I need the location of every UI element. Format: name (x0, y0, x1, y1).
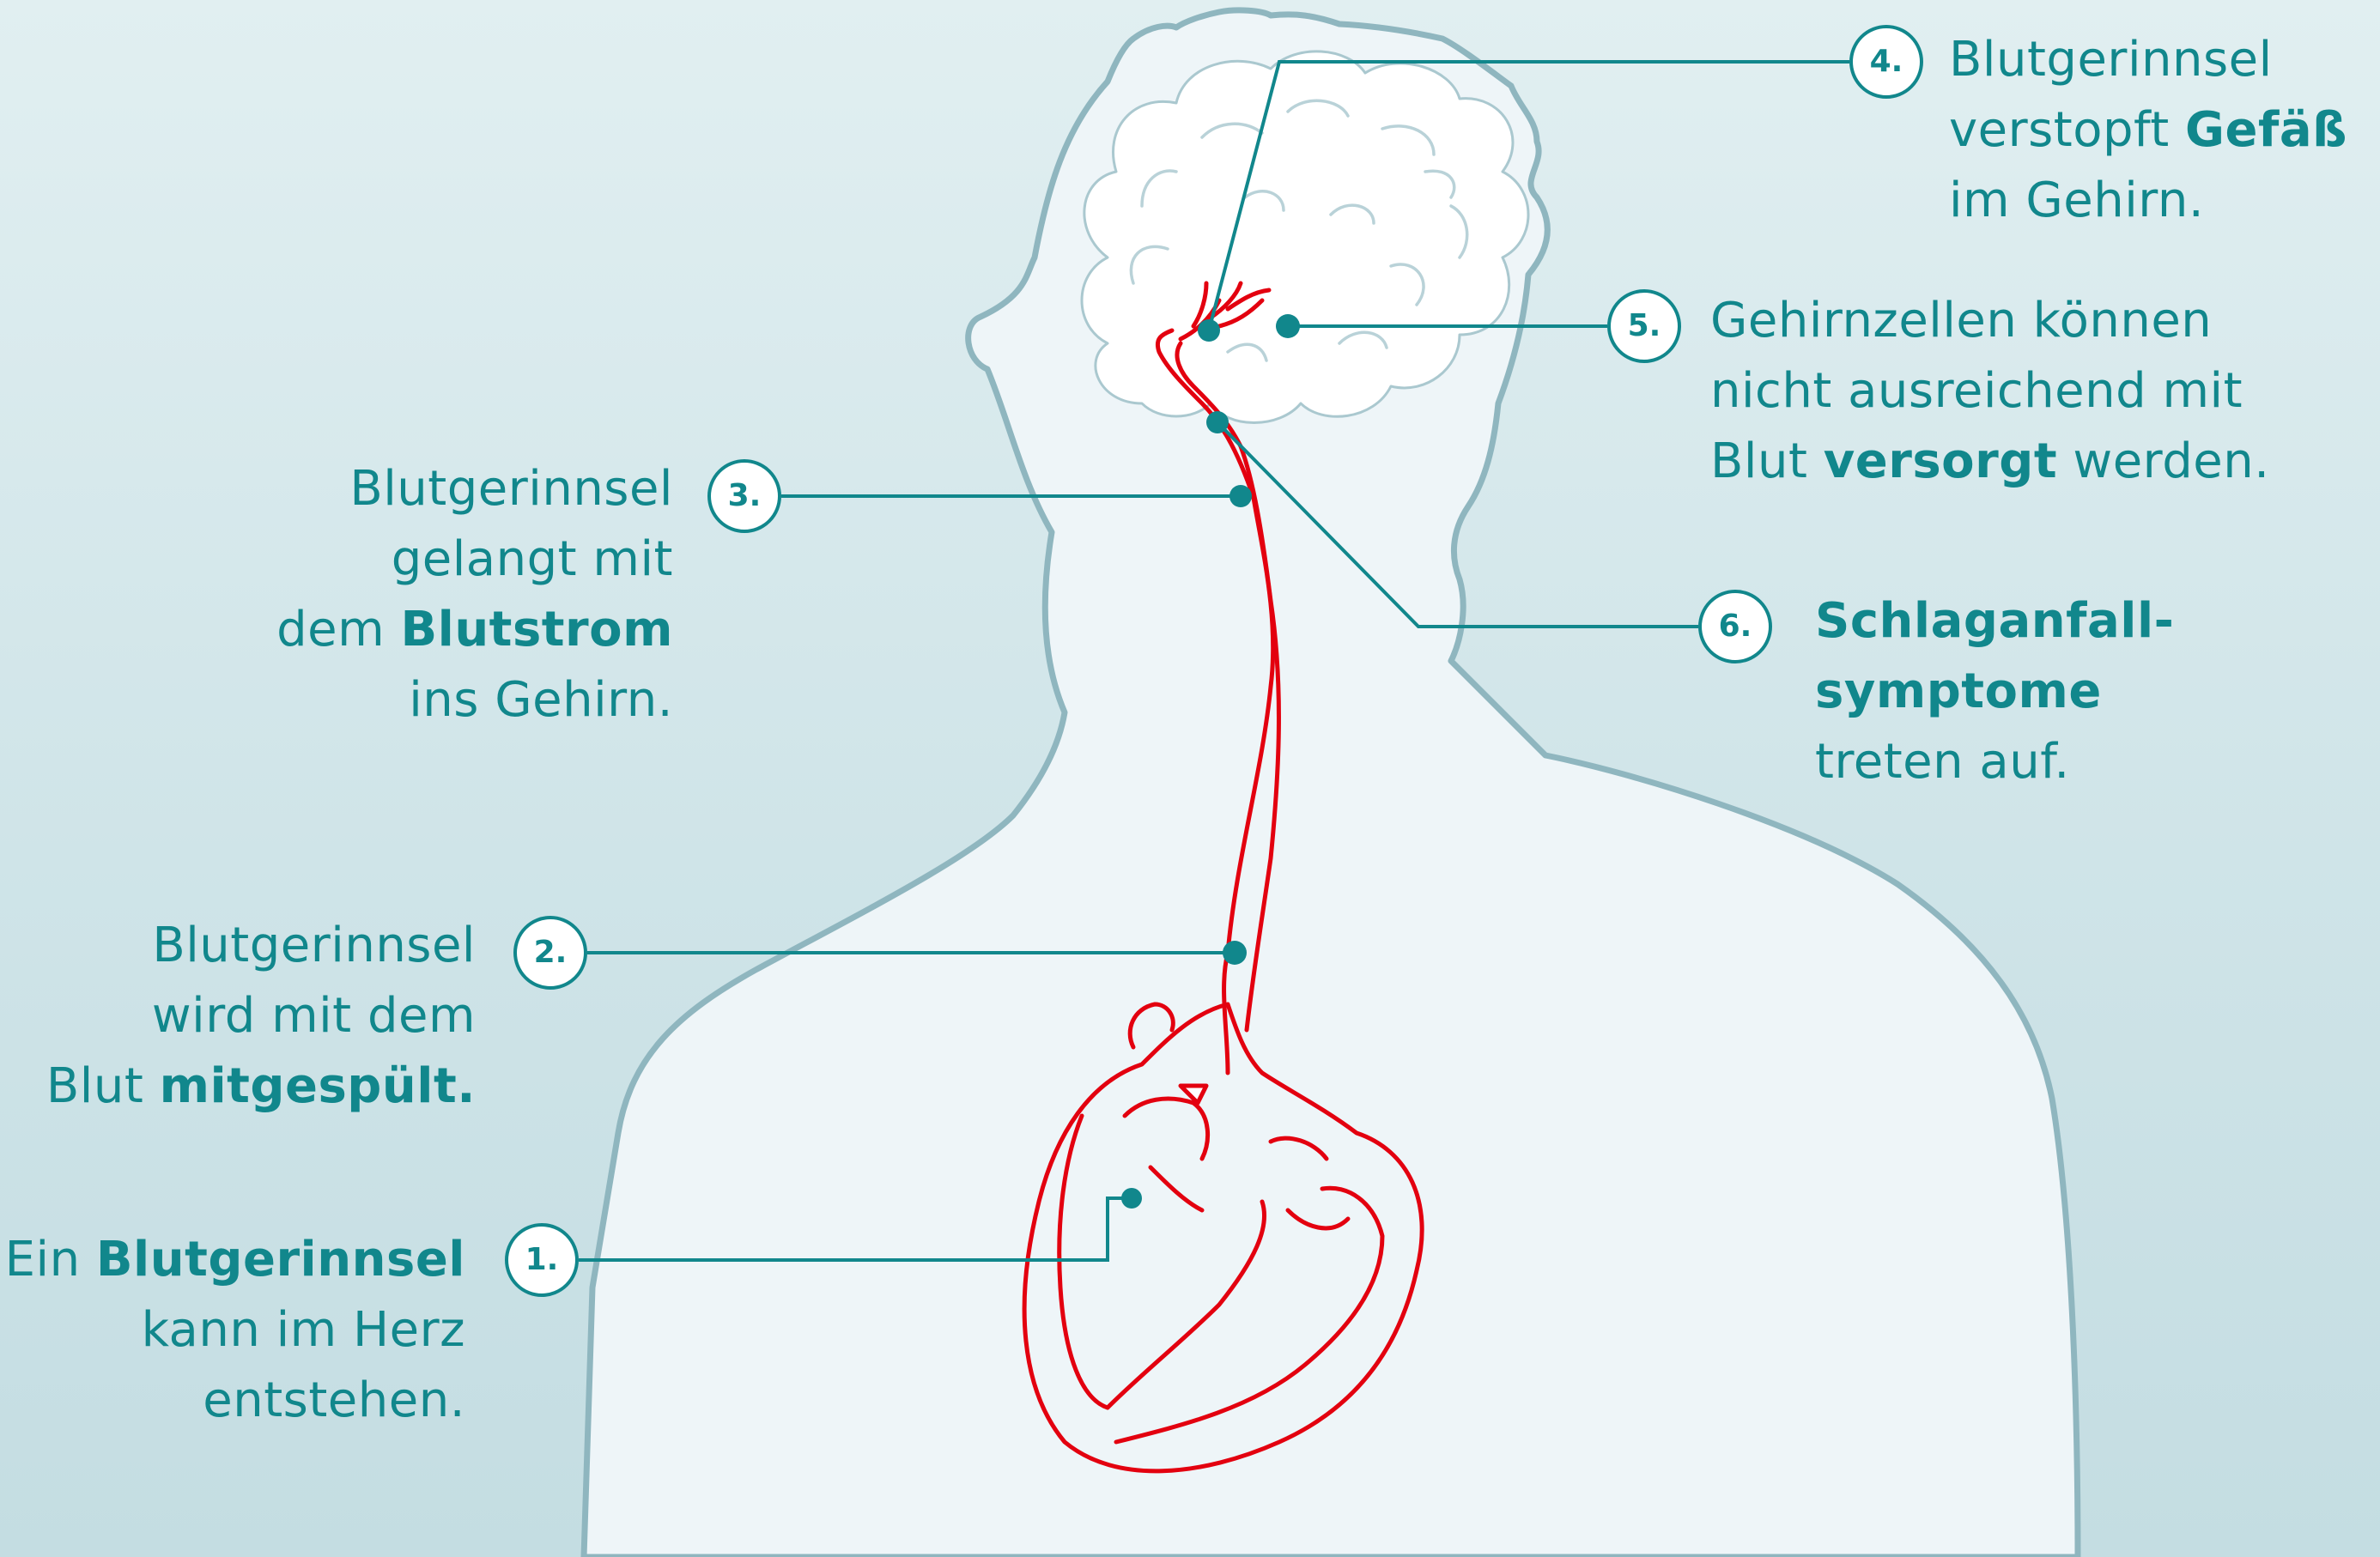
step-3-line-4: ins Gehirn. (276, 665, 673, 736)
step-3-line-3: dem Blutstrom (276, 595, 673, 665)
step-label-1: Ein Blutgerinnsel kann im Herz entstehen. (5, 1225, 465, 1436)
dot-brainstem (1206, 411, 1229, 433)
dot-brain-vessel (1198, 319, 1220, 342)
step-text-segment: Blutgerinnsel (96, 1232, 465, 1287)
step-text-segment: werden. (2057, 433, 2269, 489)
step-2-line-3: Blut mitgespült. (46, 1051, 476, 1122)
dot-heart (1121, 1188, 1142, 1209)
step-text-segment: dem (276, 602, 400, 657)
step-5-line-2: nicht ausreichend mit (1710, 356, 2270, 427)
step-text-segment: Ein (5, 1232, 96, 1287)
step-text-segment: versorgt (1824, 433, 2057, 489)
step-4-line-2: verstopft Gefäß (1949, 95, 2347, 166)
step-2-line-1: Blutgerinnsel (46, 911, 476, 981)
step-6-line-2: symptome (1815, 657, 2174, 727)
step-badge-2: 2. (513, 916, 587, 990)
step-text-segment: symptome (1815, 663, 2102, 719)
step-text-segment: Schlaganfall- (1815, 593, 2174, 649)
step-badge-4: 4. (1849, 25, 1923, 99)
step-text-segment: verstopft (1949, 102, 2185, 158)
step-text-segment: ins Gehirn. (409, 672, 673, 728)
step-3-line-1: Blutgerinnsel (276, 454, 673, 524)
step-badge-5: 5. (1607, 289, 1681, 363)
step-text-segment: nicht ausreichend mit (1710, 363, 2243, 419)
step-label-6: Schlaganfall-symptome treten auf. (1815, 586, 2174, 797)
step-text-segment: mitgespült. (160, 1058, 476, 1114)
step-3-line-2: gelangt mit (276, 524, 673, 595)
step-text-segment: gelangt mit (392, 531, 673, 587)
step-6-line-1: Schlaganfall- (1815, 586, 2174, 657)
step-text-segment: wird mit dem (152, 988, 476, 1044)
step-text-segment: kann im Herz (142, 1302, 465, 1358)
step-text-segment: Blut (1710, 433, 1824, 489)
step-text-segment: treten auf. (1815, 734, 2070, 790)
step-badge-6: 6. (1698, 590, 1772, 663)
step-6-line-3: treten auf. (1815, 727, 2174, 797)
step-label-3: Blutgerinnsel gelangt mit dem Blutstrom ins… (276, 454, 673, 736)
step-4-line-1: Blutgerinnsel (1949, 25, 2347, 95)
step-badge-1: 1. (505, 1223, 579, 1297)
step-text-segment: Gefäß (2185, 102, 2347, 158)
step-text-segment: Blutstrom (400, 602, 673, 657)
step-badge-3: 3. (707, 459, 781, 533)
step-5-line-3: Blut versorgt werden. (1710, 427, 2270, 497)
step-text-segment: im Gehirn. (1949, 173, 2204, 228)
step-1-line-2: kann im Herz (5, 1295, 465, 1366)
dot-artery-lower (1223, 941, 1247, 965)
step-text-segment: Blutgerinnsel (152, 918, 476, 973)
step-1-line-1: Ein Blutgerinnsel (5, 1225, 465, 1295)
step-text-segment: Blutgerinnsel (1949, 32, 2273, 88)
step-text-segment: Blutgerinnsel (349, 461, 673, 517)
dot-brain (1276, 314, 1300, 338)
step-4-line-3: im Gehirn. (1949, 166, 2347, 236)
step-label-4: Blutgerinnsel verstopft Gefäß im Gehirn. (1949, 25, 2347, 236)
step-2-line-2: wird mit dem (46, 981, 476, 1051)
step-5-line-1: Gehirnzellen können (1710, 286, 2270, 356)
step-1-line-3: entstehen. (5, 1366, 465, 1436)
step-text-segment: entstehen. (203, 1372, 465, 1428)
step-label-5: Gehirnzellen können nicht ausreichend mit… (1710, 286, 2270, 497)
step-text-segment: Gehirnzellen können (1710, 293, 2212, 348)
step-text-segment: Blut (46, 1058, 160, 1114)
dot-artery-upper (1229, 485, 1252, 507)
